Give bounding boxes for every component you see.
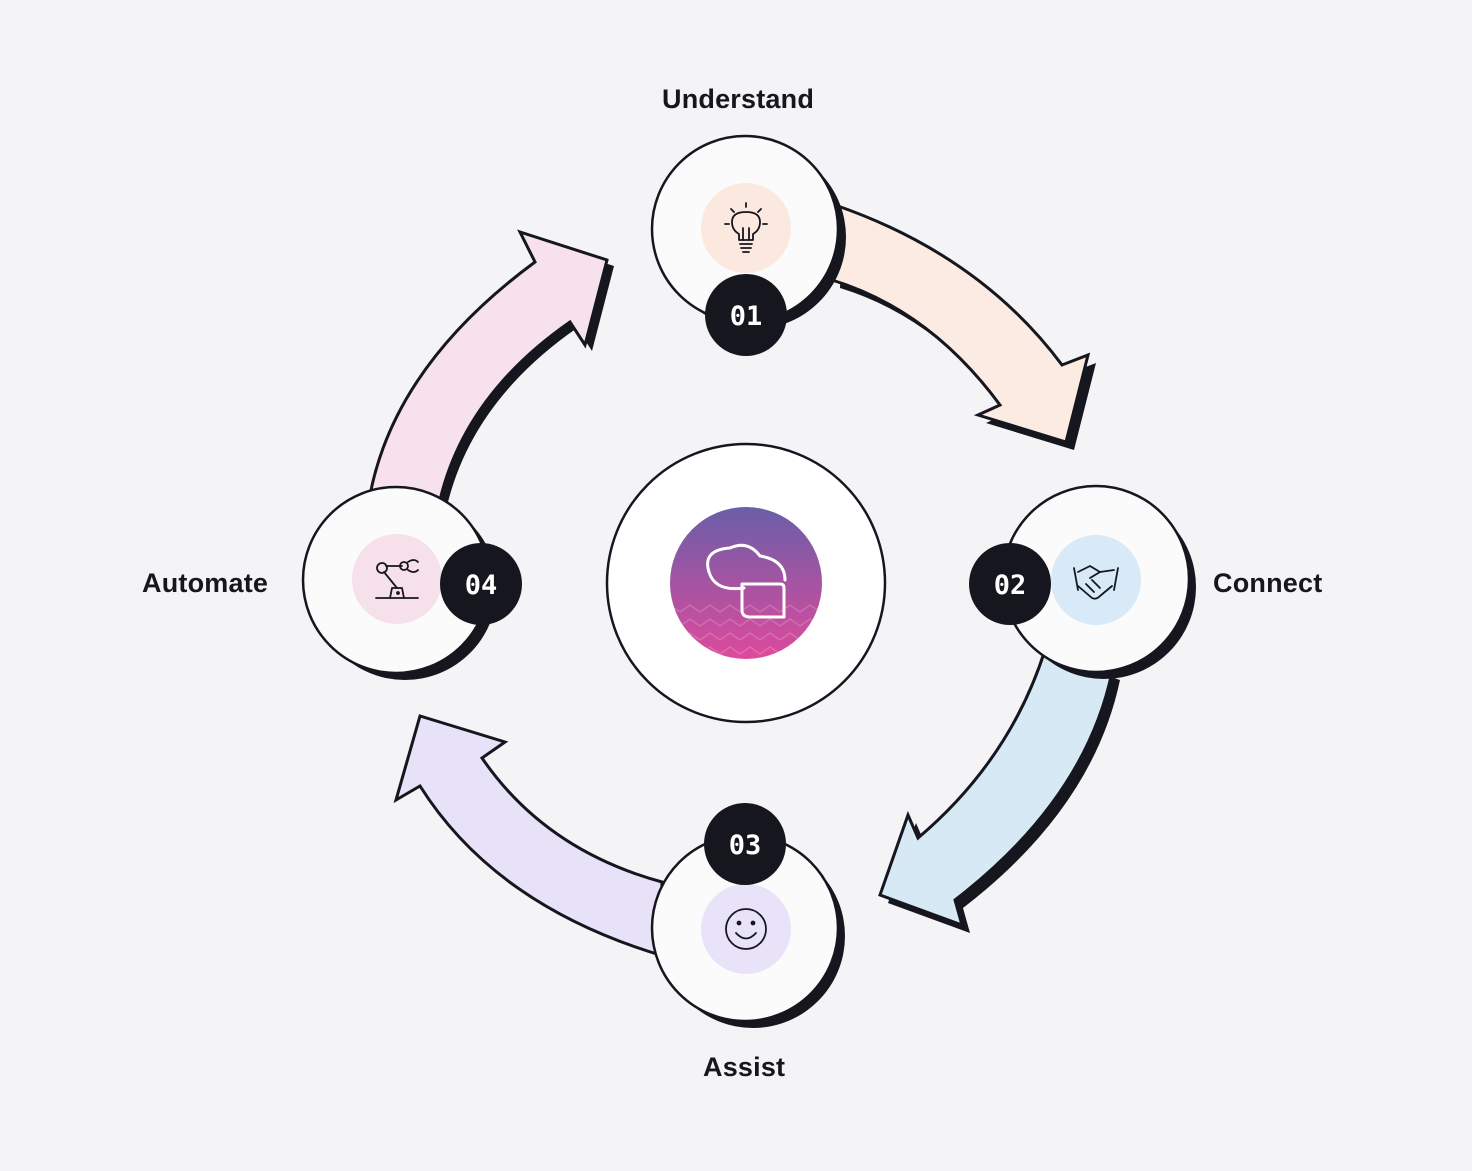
- robot-arm-icon: [375, 559, 419, 599]
- step-assist: 03: [650, 803, 845, 1028]
- svg-text:04: 04: [465, 570, 498, 601]
- arrow-understand-to-connect: [830, 202, 1096, 450]
- svg-text:01: 01: [730, 301, 763, 332]
- arrow-automate-to-understand: [368, 229, 614, 506]
- svg-text:02: 02: [994, 570, 1027, 601]
- step-connect: 02: [969, 484, 1196, 679]
- center-hub: [605, 442, 887, 724]
- svg-text:03: 03: [729, 830, 762, 861]
- smiley-icon: [725, 908, 767, 950]
- step-label-automate: Automate: [142, 568, 269, 598]
- step-badge-03: 03: [704, 803, 786, 885]
- step-automate: 04: [301, 485, 522, 680]
- arrow-assist-to-automate: [393, 714, 664, 958]
- chat-bubbles-icon: [706, 543, 787, 619]
- step-badge-01: 01: [705, 274, 787, 356]
- step-badge-04: 04: [440, 543, 522, 625]
- step-label-understand: Understand: [662, 84, 815, 114]
- step-label-assist: Assist: [703, 1052, 786, 1082]
- lightbulb-icon: [724, 202, 768, 253]
- step-badge-02: 02: [969, 543, 1051, 625]
- handshake-icon: [1073, 565, 1119, 600]
- step-understand: 01: [650, 134, 846, 356]
- arrow-connect-to-assist: [878, 648, 1120, 933]
- step-label-connect: Connect: [1213, 568, 1323, 598]
